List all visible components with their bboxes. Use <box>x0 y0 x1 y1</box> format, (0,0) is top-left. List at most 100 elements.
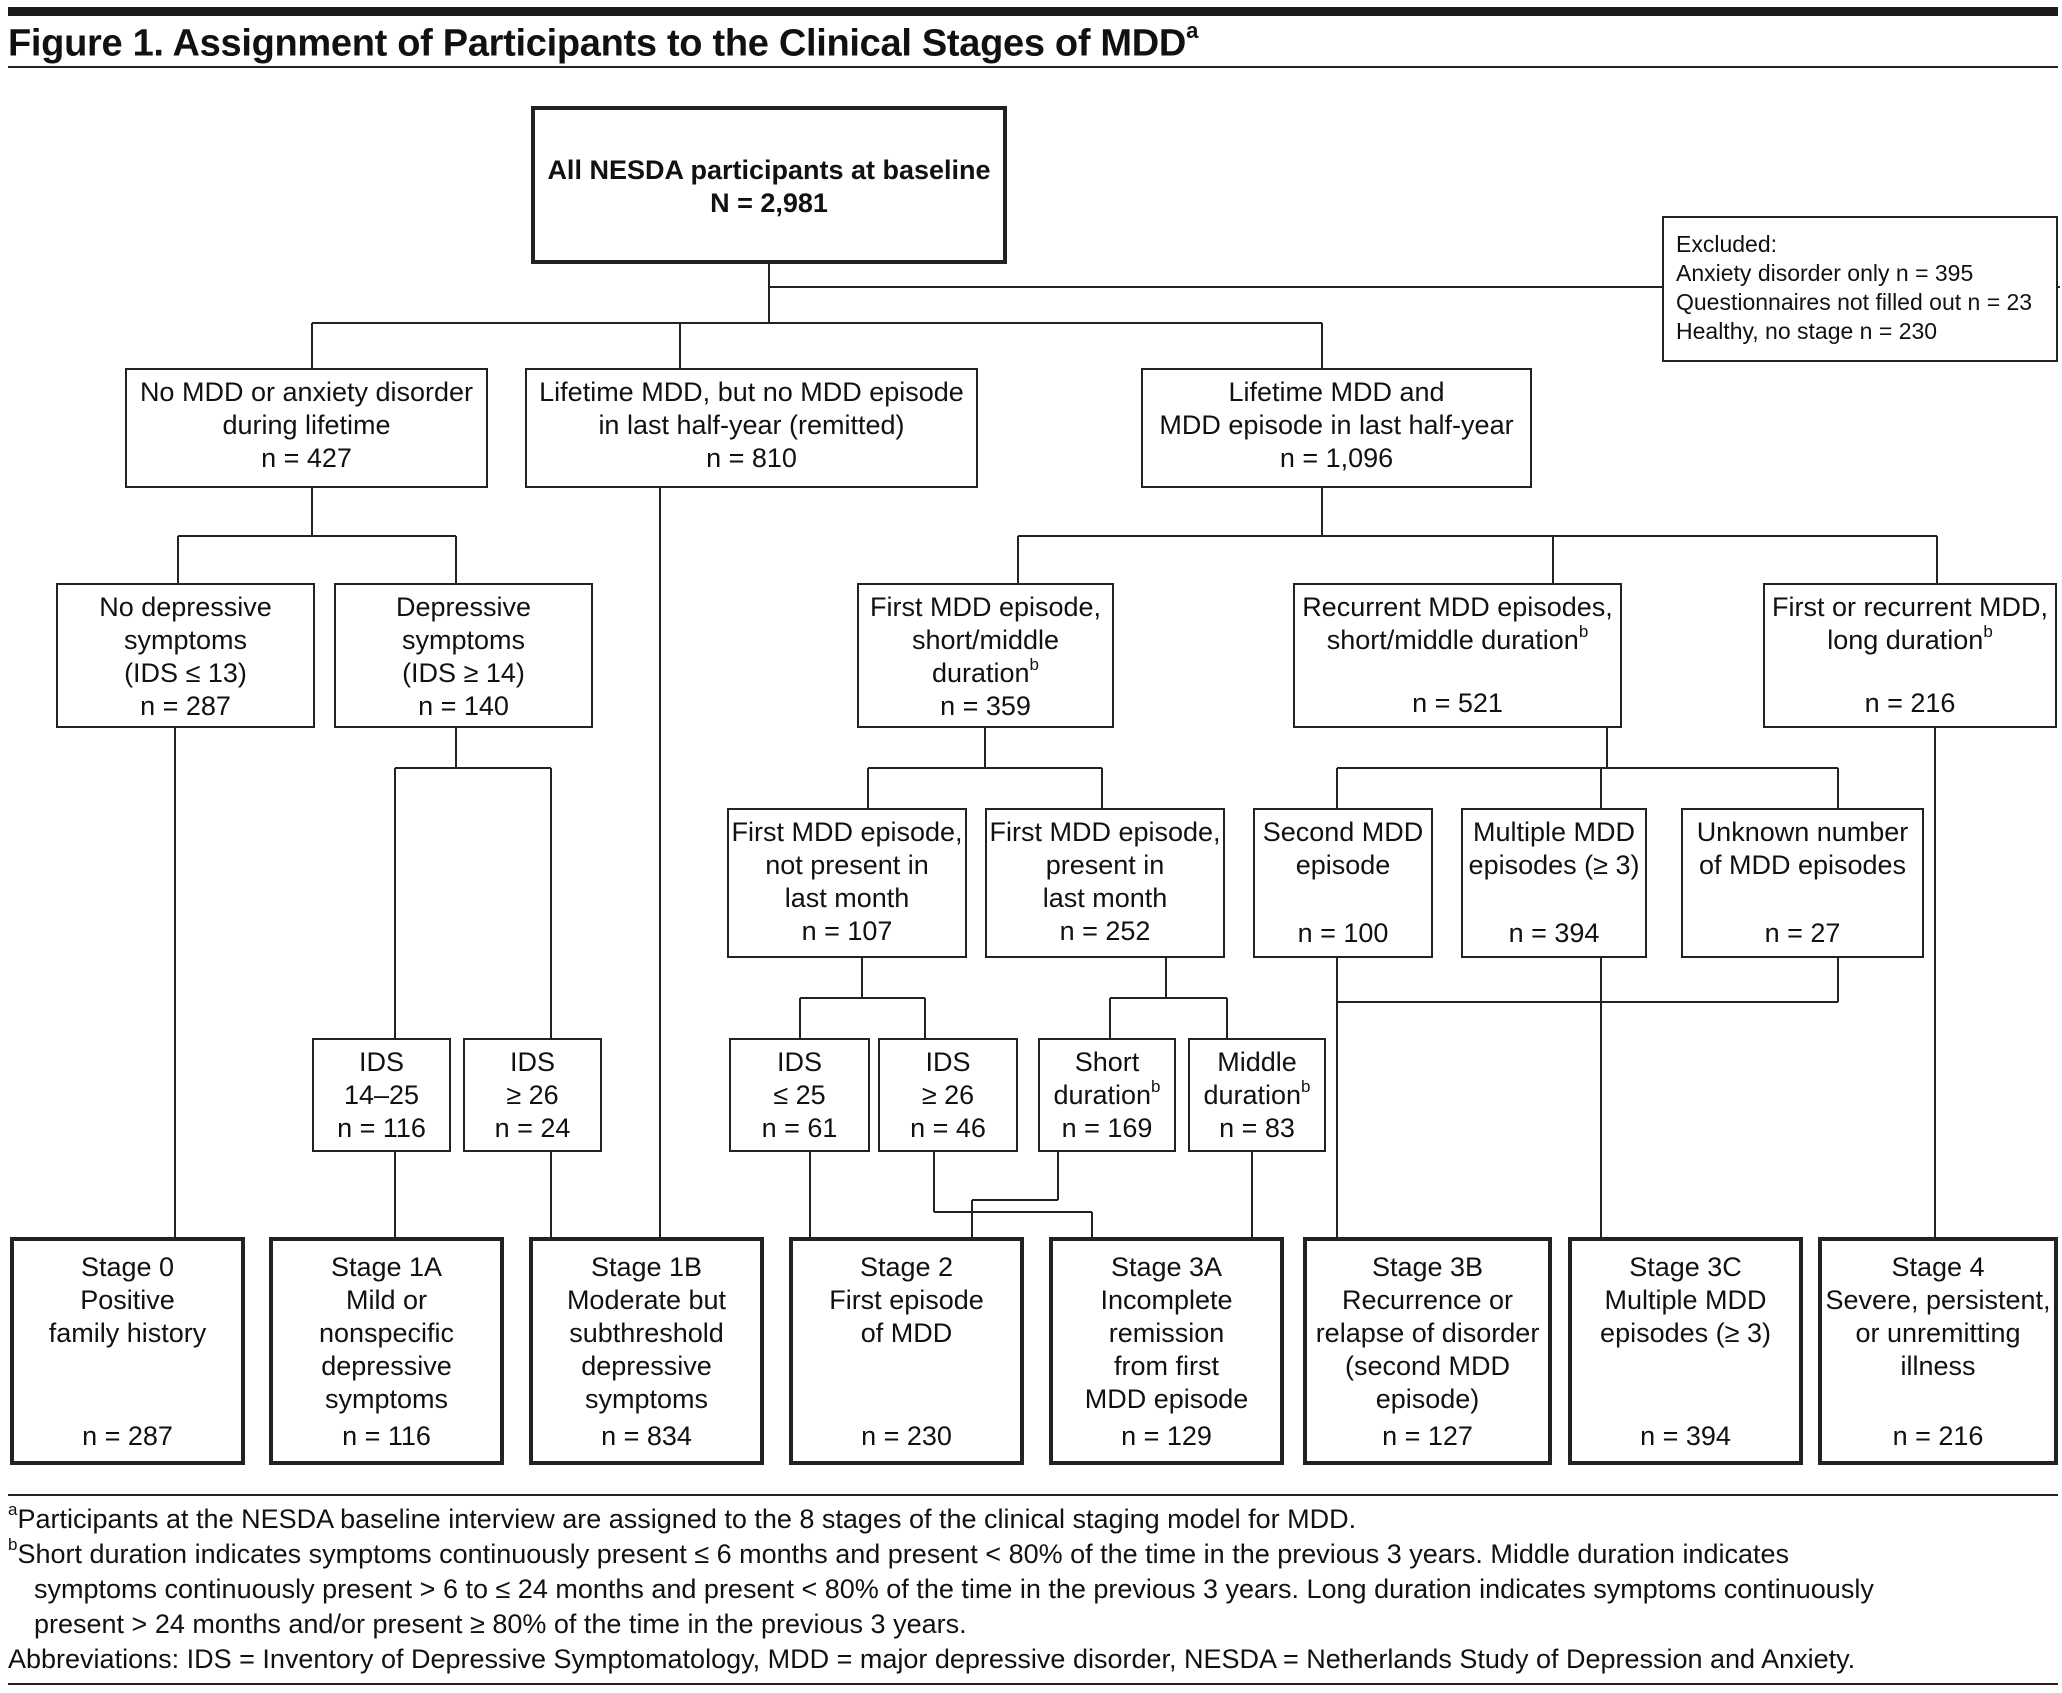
excluded-line: Questionnaires not filled out n = 23 <box>1676 289 2033 315</box>
stage-line: episodes (≥ 3) <box>1600 1318 1771 1348</box>
box-line: n = 427 <box>261 443 352 473</box>
footnote-a: aParticipants at the NESDA baseline inte… <box>8 1500 1357 1534</box>
box-line: last month <box>784 883 910 913</box>
box-line: n = 287 <box>140 691 231 721</box>
footnote-b-line-2: symptoms continuously present > 6 to ≤ 2… <box>34 1574 1874 1604</box>
stage-count: n = 116 <box>342 1421 431 1451</box>
bottom-rule <box>8 1683 2058 1685</box>
stage-line: Multiple MDD <box>1604 1285 1767 1315</box>
footnote-abbreviations: Abbreviations: IDS = Inventory of Depres… <box>8 1644 1856 1674</box>
box-line: long durationb <box>1827 622 1993 655</box>
box-line: ≤ 25 <box>773 1080 826 1110</box>
box-line: N = 2,981 <box>710 188 828 218</box>
box-line: Unknown number <box>1696 817 1909 847</box>
box-line: of MDD episodes <box>1698 850 1907 880</box>
box-count: n = 359 <box>940 691 1031 721</box>
footnote-b-line-3: present > 24 months and/or present ≥ 80%… <box>34 1609 967 1639</box>
stage-line: remission <box>1108 1318 1225 1348</box>
stage-count: n = 216 <box>1892 1421 1984 1451</box>
box-line: symptoms <box>401 625 526 655</box>
box-line: MDD episode in last half-year <box>1159 410 1514 440</box>
stage-line: Mild or <box>345 1285 427 1315</box>
box-line: First MDD episode, <box>731 817 963 847</box>
stage-line: relapse of disorder <box>1315 1318 1540 1348</box>
footnotes: aParticipants at the NESDA baseline inte… <box>8 1500 2053 1677</box>
figure-title: Figure 1. Assignment of Participants to … <box>8 18 1198 66</box>
box-line: n = 46 <box>910 1113 986 1143</box>
footnote-mark: b <box>1029 655 1040 674</box>
stage-count: n = 230 <box>861 1421 952 1451</box>
figure-title-text: Figure 1. Assignment of Participants to … <box>8 22 1187 65</box>
stage-line: Incomplete <box>1100 1285 1233 1315</box>
excluded-line: Healthy, no stage n = 230 <box>1676 318 1938 344</box>
box-line: IDS <box>776 1047 822 1077</box>
box-line: Lifetime MDD, but no MDD episode <box>539 377 964 407</box>
stage-line: from first <box>1114 1351 1219 1381</box>
figure-title-superscript: a <box>1186 18 1199 43</box>
box-count: n = 521 <box>1412 688 1503 718</box>
box-count: n = 100 <box>1297 918 1389 948</box>
stage-line: illness <box>1900 1351 1976 1381</box>
box-line: last month <box>1042 883 1168 913</box>
stage-line: Stage 1B <box>590 1252 703 1282</box>
box-line: Middle <box>1217 1047 1297 1077</box>
stage-line: MDD episode <box>1084 1384 1249 1414</box>
stage-line: Moderate but <box>566 1285 727 1315</box>
stage-line: Recurrence or <box>1341 1285 1514 1315</box>
box-line: (IDS ≥ 14) <box>402 658 525 688</box>
box-line: symptoms <box>123 625 248 655</box>
title-underline <box>8 66 2058 68</box>
box-line: short/middle <box>911 625 1060 655</box>
box-line: IDS <box>509 1047 555 1077</box>
top-rule <box>8 7 2058 16</box>
footnote-top-rule <box>8 1494 2058 1496</box>
stage-line: Stage 2 <box>859 1252 954 1282</box>
stage-line: Stage 4 <box>1891 1252 1985 1282</box>
box-line: in last half-year (remitted) <box>598 410 905 440</box>
stage-line: Stage 3B <box>1371 1252 1484 1282</box>
stage-count: n = 287 <box>82 1421 173 1451</box>
box-count: n = 83 <box>1219 1113 1295 1143</box>
box-line: durationb <box>1203 1077 1311 1110</box>
stage-line: symptoms <box>324 1384 449 1414</box>
box-count: n = 394 <box>1508 918 1600 948</box>
box-line: Second MDD <box>1262 817 1424 847</box>
box-line: All NESDA participants at baseline <box>547 155 991 185</box>
box-line: durationb <box>931 655 1040 688</box>
box-recur-short: Recurrent MDD episodes,short/middle dura… <box>1293 583 1622 728</box>
stage-line: Positive <box>80 1285 175 1315</box>
stage-line: Stage 3A <box>1110 1252 1223 1282</box>
box-line: Lifetime MDD and <box>1228 377 1445 407</box>
box-line: Short <box>1074 1047 1140 1077</box>
box-line: during lifetime <box>222 410 391 440</box>
box-line: present in <box>1045 850 1165 880</box>
stage-line: or unremitting <box>1855 1318 2021 1348</box>
stage-line: episode) <box>1375 1384 1480 1414</box>
box-line: short/middle durationb <box>1326 622 1589 655</box>
box-line: n = 107 <box>801 916 893 946</box>
box-line: First or recurrent MDD, <box>1771 592 2049 622</box>
box-line: No MDD or anxiety disorder <box>139 377 474 407</box>
stage-line: (second MDD <box>1344 1351 1511 1381</box>
box-line: n = 252 <box>1059 916 1151 946</box>
